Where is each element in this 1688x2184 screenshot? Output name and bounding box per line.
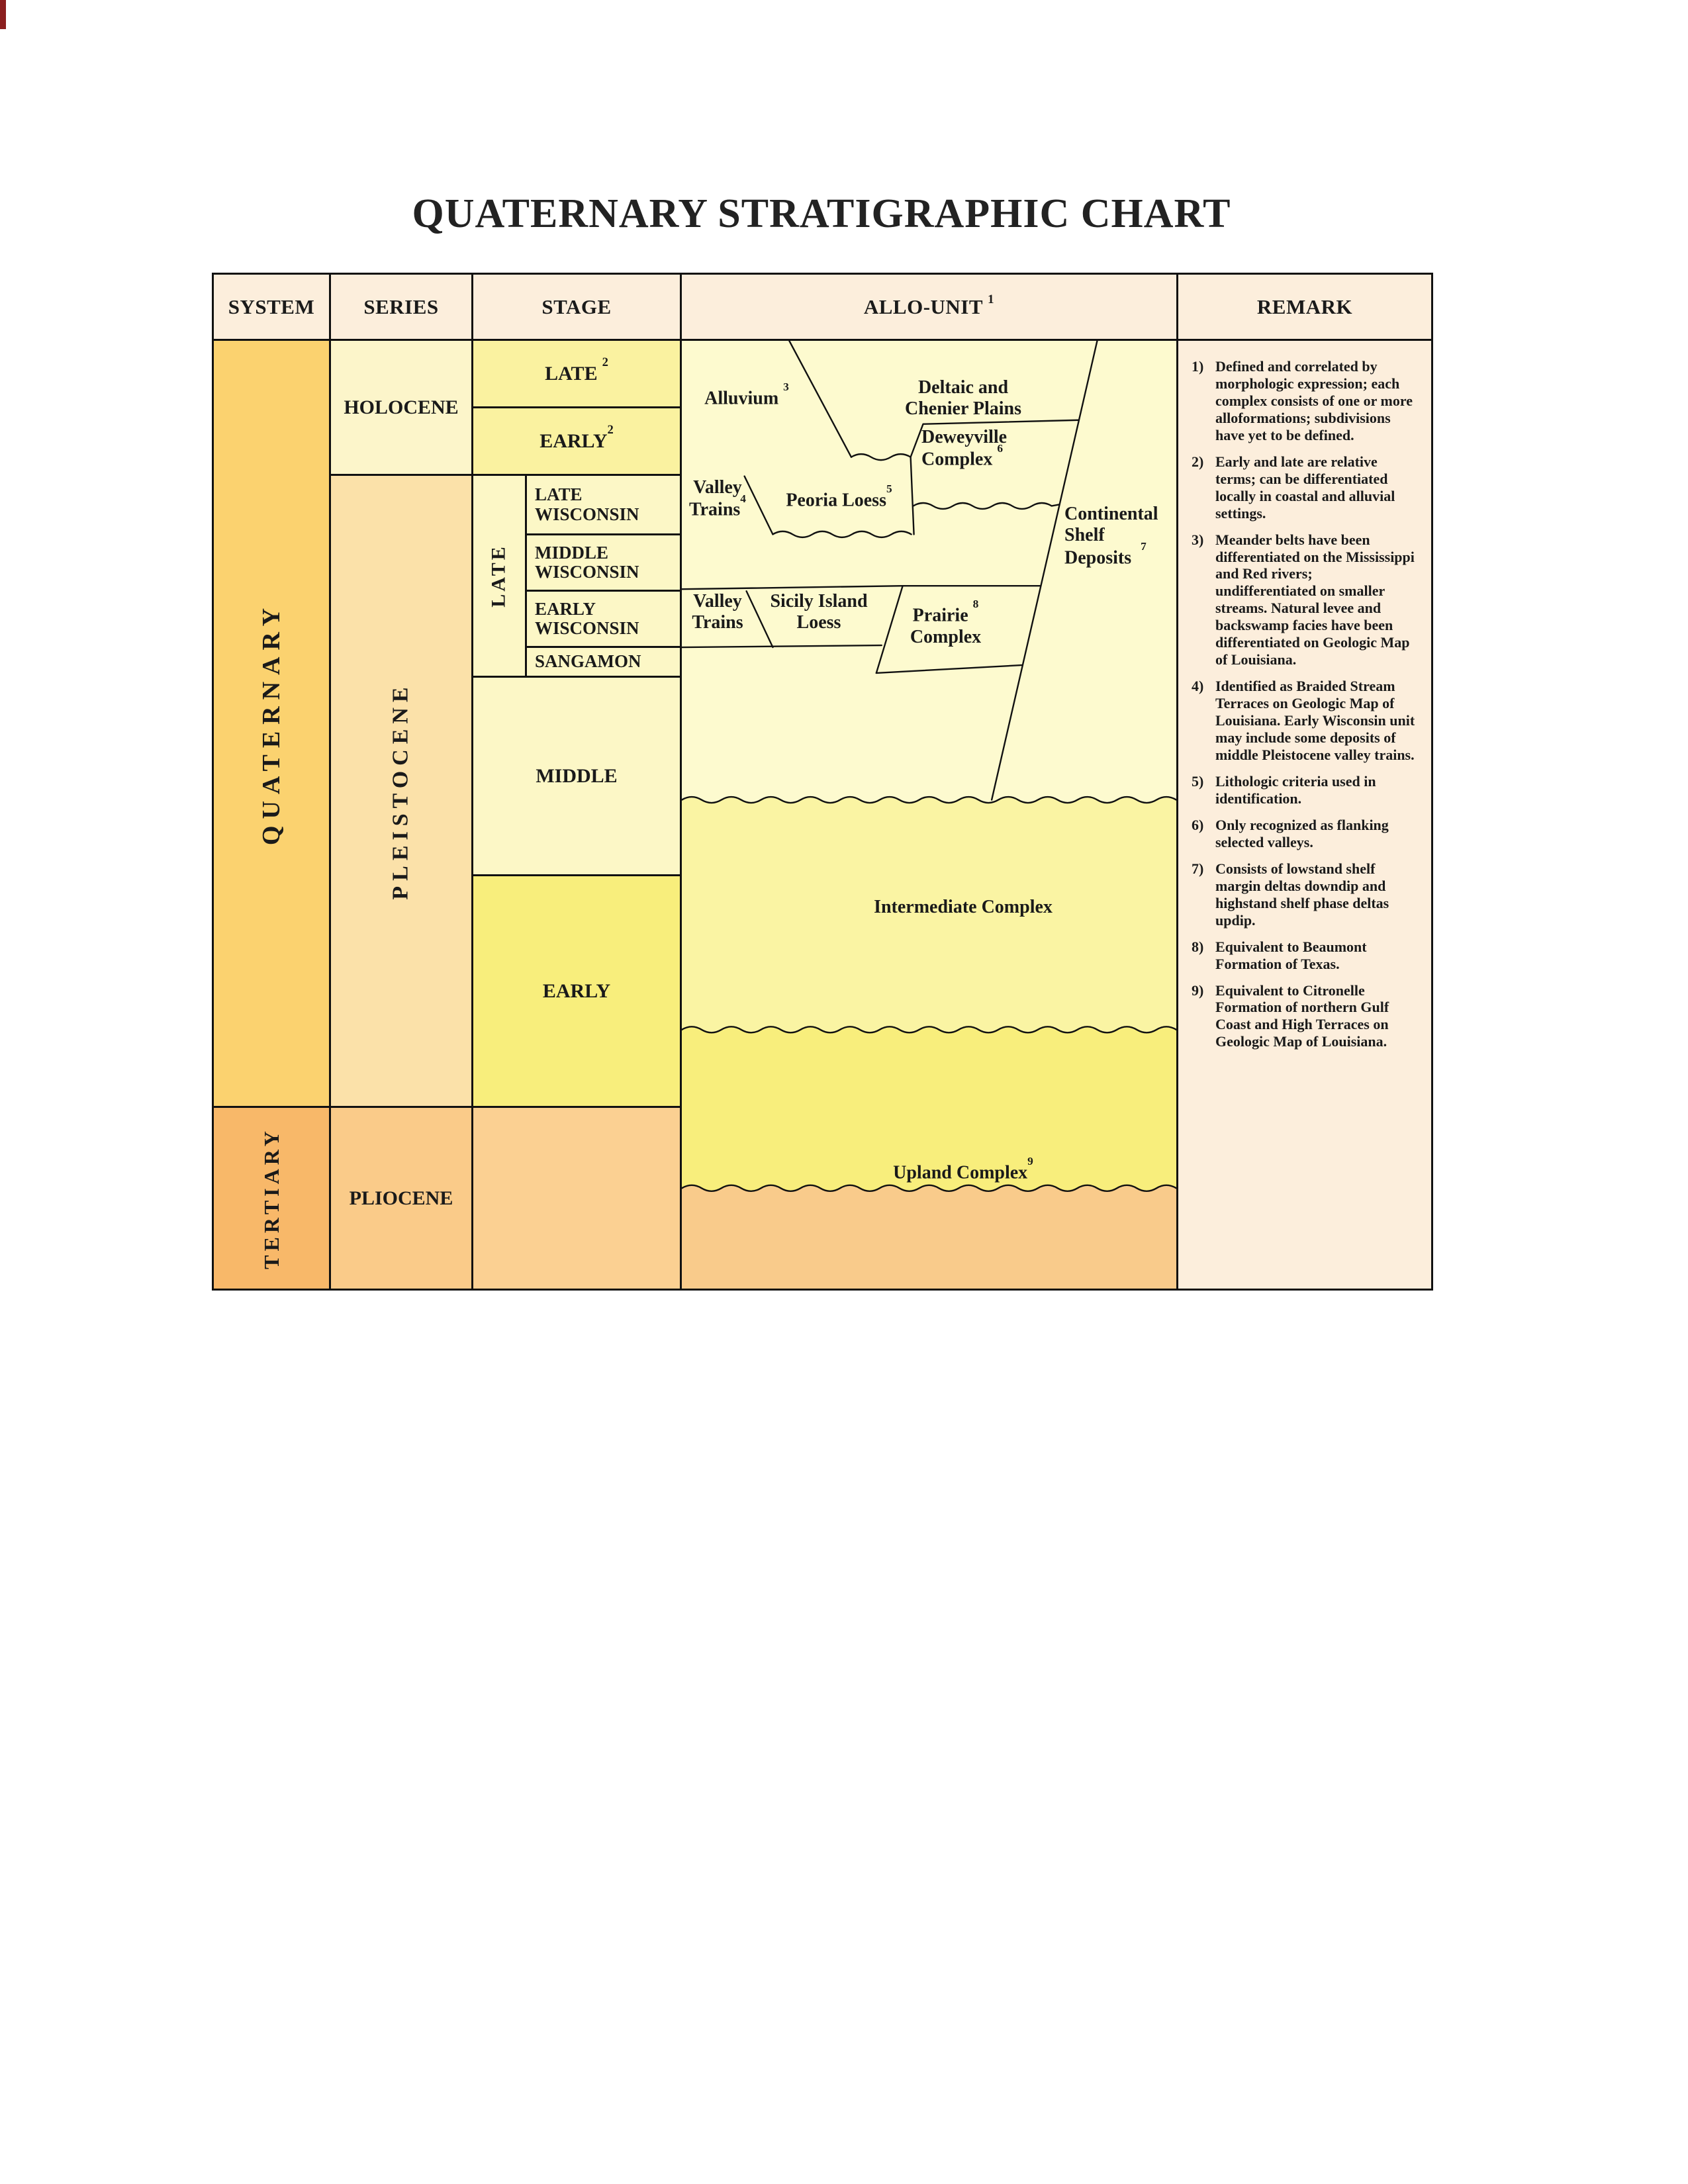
continental-shelf-diagonal — [990, 341, 1098, 801]
tertiary-label: TERTIARY — [259, 1127, 283, 1269]
allo-label-alluvium: Alluvium3 — [704, 381, 789, 409]
deweyville-left-and-bottom-wavy — [910, 456, 1060, 535]
allo-label-peoria-loess: Peoria Loess5 — [786, 482, 892, 511]
header-series-label: SERIES — [363, 295, 439, 318]
remark-item-5: 5)Lithologic criteria used in identifica… — [1192, 772, 1376, 807]
prairie-bottom — [875, 664, 1024, 674]
late-holocene-label: LATE2 — [545, 355, 608, 385]
allo-label-upland-complex: Upland Complex9 — [893, 1155, 1033, 1183]
intermediate-top-wavy — [682, 796, 1176, 804]
header-system-label: SYSTEM — [228, 295, 315, 318]
stage-cell-early-wisconsin: EARLY WISCONSIN — [525, 590, 680, 646]
quaternary-label: QUATERNARY — [258, 601, 286, 846]
stage-cell-pliocene-blank — [471, 1106, 680, 1289]
header-stage: STAGE — [471, 273, 680, 339]
page-title: QUATERNARY STRATIGRAPHIC CHART — [412, 191, 1231, 236]
remark-column: 1)Defined and correlated by morphologic … — [1176, 339, 1431, 1289]
remark-item-2: 2)Early and late are relative terms; can… — [1192, 453, 1395, 522]
stage-cell-late-holocene: LATE2 — [471, 339, 680, 406]
stage-cell-sangamon: SANGAMON — [525, 646, 680, 676]
holocene-wavy-and-deweyville-top — [850, 419, 1080, 461]
remark-item-3: 3)Meander belts have been differentiated… — [1192, 531, 1415, 668]
series-cell-pleistocene: PLEISTOCENE — [329, 474, 471, 1106]
allo-label-prairie: Prairie8 Complex — [910, 598, 982, 647]
valley-trains-late-divider — [743, 475, 774, 535]
allo-boundary-lines — [682, 341, 1176, 1193]
series-cell-pliocene: PLIOCENE — [329, 1106, 471, 1289]
sicily-band-bottom — [682, 644, 882, 649]
early-holocene-label: EARLY2 — [539, 422, 614, 452]
upland-top-wavy — [682, 1026, 1176, 1034]
remark-item-4: 4)Identified as Braided Stream Terraces … — [1192, 678, 1415, 764]
stratigraphic-table: SYSTEM SERIES STAGE ALLO-UNIT 1 REMARK QU… — [212, 273, 1433, 1291]
remark-item-8: 8)Equivalent to Beaumont Formation of Te… — [1192, 938, 1367, 972]
stage-cell-early: EARLY — [471, 874, 680, 1106]
system-cell-tertiary: TERTIARY — [212, 1106, 329, 1289]
remark-item-1: 1)Defined and correlated by morphologic … — [1192, 358, 1413, 443]
late-wisconsin-label: LATE WISCONSIN — [535, 484, 639, 524]
allo-label-deweyville: Deweyville Complex6 — [921, 427, 1008, 470]
allo-unit-panel: Alluvium3 Deltaic and Chenier Plains Val… — [680, 339, 1176, 1289]
header-system: SYSTEM — [212, 273, 329, 339]
allo-unit-diagram — [682, 341, 1176, 1289]
early-label: EARLY — [542, 980, 611, 1002]
middle-label: MIDDLE — [536, 765, 618, 787]
header-stage-label: STAGE — [541, 295, 612, 318]
pleistocene-label: PLEISTOCENE — [389, 682, 413, 900]
stage-cell-late-band: LATE — [471, 474, 525, 676]
sicily-band-top — [682, 585, 904, 590]
stage-cell-late-wisconsin: LATE WISCONSIN — [525, 474, 680, 533]
remark-item-9: 9)Equivalent to Citronelle Formation of … — [1192, 981, 1389, 1050]
scan-artifact — [0, 0, 6, 29]
early-wisconsin-label: EARLY WISCONSIN — [535, 598, 639, 638]
system-cell-quaternary: QUATERNARY — [212, 339, 329, 1106]
pliocene-label: PLIOCENE — [349, 1187, 453, 1209]
valley-trains-early-divider — [745, 590, 774, 649]
middle-wisconsin-label: MIDDLE WISCONSIN — [535, 542, 639, 582]
stage-cell-middle-wisconsin: MIDDLE WISCONSIN — [525, 533, 680, 590]
allo-label-valley-trains-late: Valley Trains4 — [689, 477, 746, 520]
remark-item-7: 7)Consists of lowstand shelf margin delt… — [1192, 860, 1389, 929]
header-series: SERIES — [329, 273, 471, 339]
pliocene-top-wavy — [682, 1184, 1176, 1193]
allo-label-intermediate-complex: Intermediate Complex — [874, 897, 1053, 917]
allo-label-sicily-island: Sicily Island Loess — [770, 591, 868, 633]
header-allo-unit: ALLO-UNIT 1 — [680, 273, 1176, 339]
sangamon-label: SANGAMON — [535, 651, 641, 672]
header-remark-label: REMARK — [1256, 295, 1353, 318]
peoria-bottom-wavy — [772, 530, 912, 539]
late-band-label: LATE — [488, 544, 510, 608]
stage-cell-early-holocene: EARLY2 — [471, 406, 680, 474]
pliocene-region — [682, 1185, 1176, 1289]
header-allo-unit-superscript: 1 — [988, 292, 995, 306]
header-allo-unit-label: ALLO-UNIT — [863, 295, 984, 318]
header-remark: REMARK — [1176, 273, 1431, 339]
allo-label-continental-shelf: Continental Shelf Deposits7 — [1064, 504, 1158, 569]
allo-label-valley-trains-early: Valley Trains — [692, 591, 743, 633]
allo-label-deltaic-chenier: Deltaic and Chenier Plains — [904, 377, 1022, 420]
remark-item-6: 6)Only recognized as flanking selected v… — [1192, 816, 1389, 850]
stage-cell-middle: MIDDLE — [471, 676, 680, 874]
holocene-label: HOLOCENE — [344, 396, 459, 418]
series-cell-holocene: HOLOCENE — [329, 339, 471, 474]
alluvium-deltaic-divider — [788, 341, 853, 458]
prairie-left-diagonal — [875, 585, 904, 674]
